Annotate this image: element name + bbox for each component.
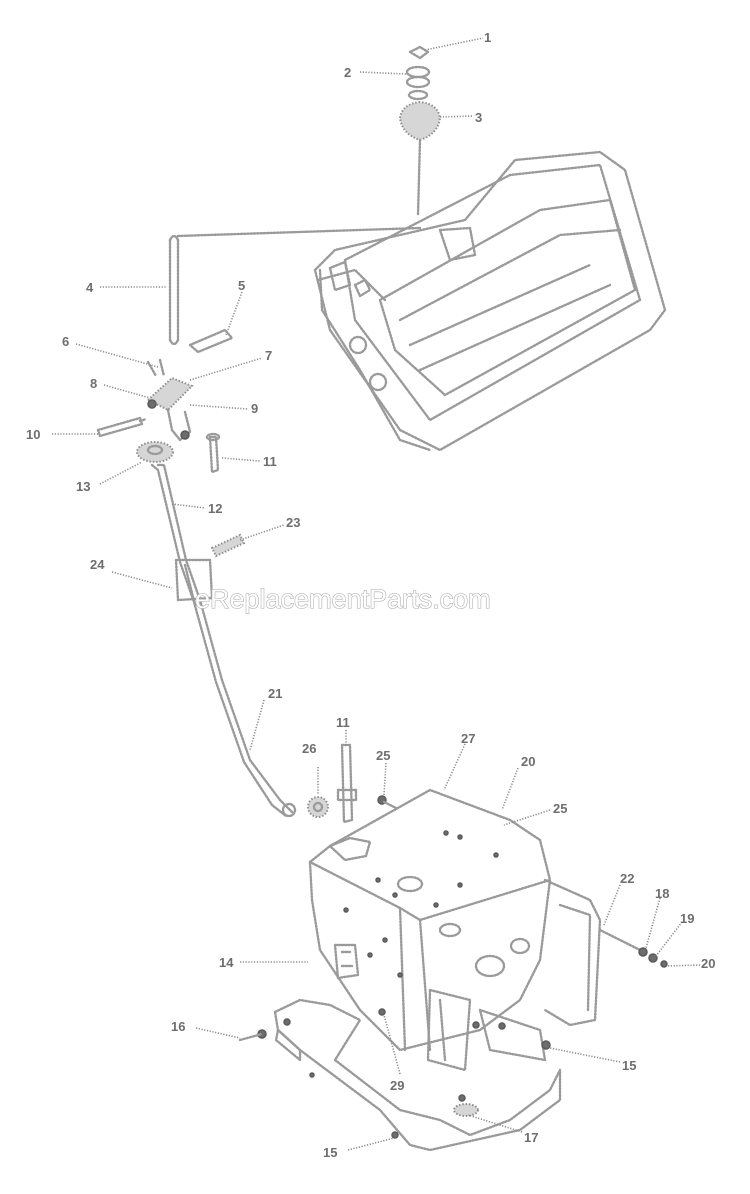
callout-11-upper: 11 (263, 454, 277, 469)
callout-5: 5 (238, 278, 245, 293)
callout-13: 13 (76, 479, 90, 494)
callout-10: 10 (26, 427, 40, 442)
shift-knob-assembly (398, 45, 442, 217)
callout-26-left: 26 (302, 741, 316, 756)
callout-6: 6 (62, 334, 69, 349)
callout-12: 12 (208, 501, 222, 516)
shift-lever (150, 463, 297, 818)
nut-25 (377, 795, 398, 810)
pivot-bracket (146, 328, 234, 442)
callout-17: 17 (524, 1130, 538, 1145)
callout-11-lower: 11 (336, 715, 350, 730)
callout-labels: 1 2 3 4 5 6 7 8 9 10 11 12 13 23 24 21 1… (26, 30, 715, 1160)
washer-26 (307, 796, 329, 818)
leader-lines (52, 37, 701, 1151)
callout-3: 3 (475, 110, 482, 125)
callout-14: 14 (219, 955, 234, 970)
callout-15-right: 15 (622, 1058, 636, 1073)
callout-19: 19 (680, 911, 694, 926)
callout-16: 16 (171, 1019, 185, 1034)
callout-1: 1 (484, 30, 491, 45)
callout-29: 29 (390, 1078, 404, 1093)
callout-25-right: 25 (553, 801, 567, 816)
callout-21: 21 (268, 686, 282, 701)
callout-7: 7 (265, 348, 272, 363)
callout-9: 9 (251, 401, 258, 416)
callout-8: 8 (90, 376, 97, 391)
callout-22: 22 (620, 871, 634, 886)
callout-23: 23 (286, 515, 300, 530)
callout-27: 27 (461, 731, 475, 746)
callout-25-left: 25 (376, 748, 390, 763)
bolt-11-lower (336, 743, 358, 824)
pin-10 (96, 416, 148, 438)
callout-20-right: 20 (701, 956, 715, 971)
callout-15-bottom: 15 (323, 1145, 337, 1160)
callout-2: 2 (344, 65, 351, 80)
callout-18: 18 (655, 886, 669, 901)
callout-4: 4 (86, 280, 94, 295)
mounting-plate (238, 988, 562, 1152)
watermark: eReplacementParts.com (195, 584, 491, 614)
callout-20-top: 20 (521, 754, 535, 769)
shift-arm-right (598, 928, 668, 968)
callout-24: 24 (90, 557, 105, 572)
bolt-11-upper (205, 432, 221, 474)
bushing-13 (136, 441, 174, 463)
linkage-rod-4 (168, 226, 422, 346)
transmission-case (308, 788, 602, 1052)
upper-console-housing (313, 150, 667, 452)
sleeve-23 (210, 533, 246, 558)
